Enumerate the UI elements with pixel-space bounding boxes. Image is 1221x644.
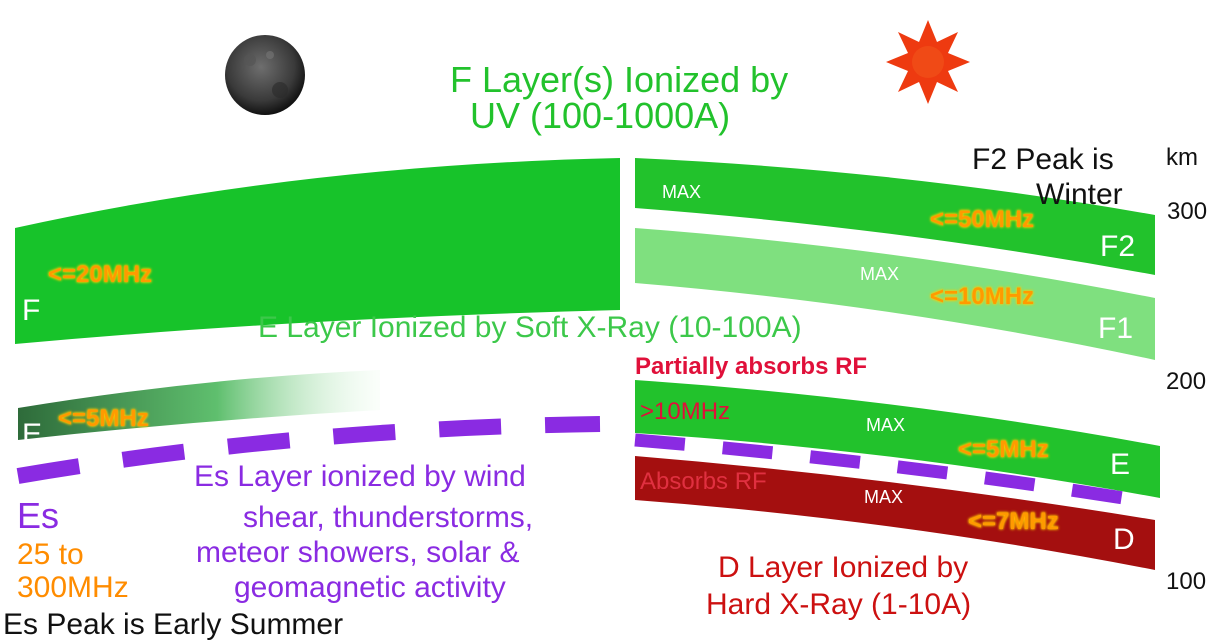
night-e-label: E xyxy=(22,418,43,451)
f2-label: F2 xyxy=(1100,230,1136,263)
altitude-100: 100 xyxy=(1166,568,1207,595)
es-desc-line1: Es Layer ionized by wind xyxy=(194,460,526,493)
f2-peak-line2: Winter xyxy=(1036,178,1123,211)
es-range-line2: 300MHz xyxy=(17,571,129,604)
f2-peak-line1: F2 Peak is xyxy=(972,143,1114,176)
moon-icon xyxy=(225,35,305,115)
partially-absorbs-rf: Partially absorbs RF xyxy=(635,353,868,380)
f2-layer-band xyxy=(635,158,1155,275)
e-label: E xyxy=(1110,448,1131,481)
e-absorb-freq: >10MHz xyxy=(640,398,731,425)
night-e-layer-band xyxy=(18,370,380,440)
d-layer-desc-line2: Hard X-Ray (1-10A) xyxy=(706,588,972,621)
d-layer-desc-line1: D Layer Ionized by xyxy=(718,551,969,584)
e-freq: <=5MHz xyxy=(958,436,1049,463)
altitude-unit: km xyxy=(1166,144,1198,171)
d-max-label: MAX xyxy=(864,487,904,507)
night-e-freq: <=5MHz xyxy=(58,405,149,432)
sun-icon xyxy=(886,20,970,104)
d-layer-band xyxy=(635,456,1155,570)
f1-label: F1 xyxy=(1098,312,1134,345)
f1-layer-band xyxy=(635,228,1155,360)
f-layer-title-line1: F Layer(s) Ionized by xyxy=(450,59,789,100)
e-layer-description: E Layer Ionized by Soft X-Ray (10-100A) xyxy=(258,311,802,344)
es-desc-line2: shear, thunderstorms, xyxy=(243,501,534,534)
f1-freq: <=10MHz xyxy=(930,283,1035,310)
altitude-200: 200 xyxy=(1166,368,1207,395)
f2-freq: <=50MHz xyxy=(930,206,1035,233)
d-label: D xyxy=(1113,523,1135,556)
es-desc-line4: geomagnetic activity xyxy=(234,571,506,604)
e-layer-band xyxy=(635,380,1160,498)
night-f-freq: <=20MHz xyxy=(48,261,153,288)
night-f-label: F xyxy=(22,294,41,327)
f1-max-label: MAX xyxy=(860,264,900,284)
es-desc-line3: meteor showers, solar & xyxy=(196,536,520,569)
es-label: Es xyxy=(17,495,60,536)
d-freq: <=7MHz xyxy=(968,508,1059,535)
es-range-line1: 25 to xyxy=(17,538,84,571)
f2-max-label: MAX xyxy=(662,182,702,202)
e-max-label: MAX xyxy=(866,415,906,435)
altitude-300: 300 xyxy=(1167,198,1208,225)
d-absorbs-rf: Absorbs RF xyxy=(640,468,767,495)
night-f-layer-band xyxy=(15,158,620,344)
es-peak-text: Es Peak is Early Summer xyxy=(3,608,344,641)
es-dash-day xyxy=(634,433,1157,510)
f-layer-title-line2: UV (100-1000A) xyxy=(470,95,731,136)
